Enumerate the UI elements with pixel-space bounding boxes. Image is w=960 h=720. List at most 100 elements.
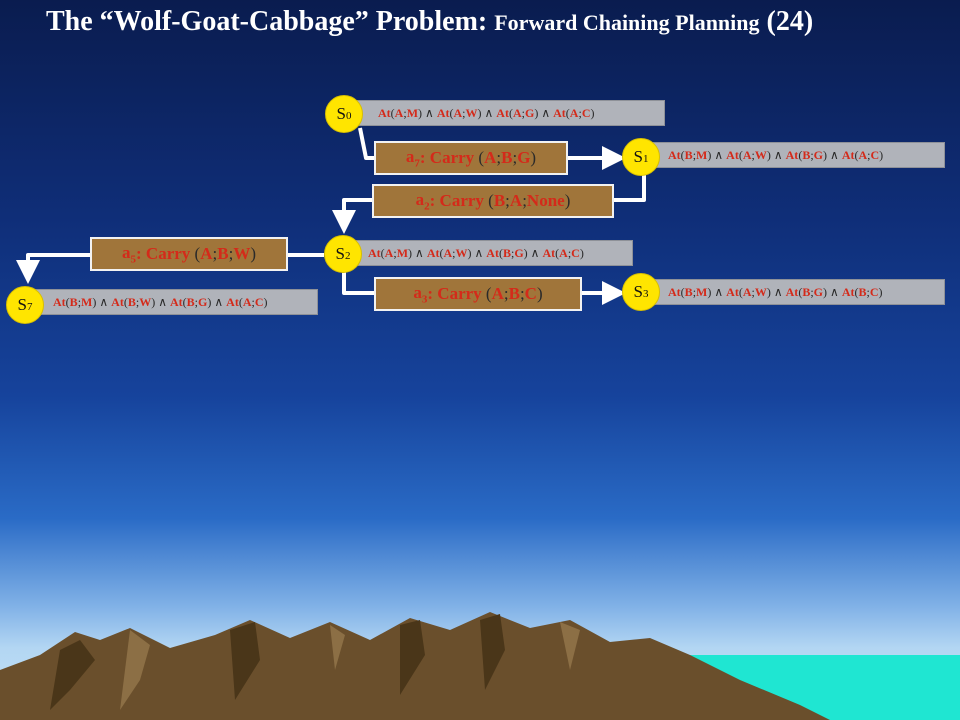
predicate-arg: W — [754, 147, 767, 162]
predicate-arg: W — [139, 294, 152, 309]
predicate-at: At (A; C) — [553, 106, 594, 121]
predicate-at: At (A; W) — [726, 148, 771, 163]
separator: ; — [403, 105, 407, 120]
separator: ; — [866, 284, 870, 299]
predicate-at: At (B; G) — [486, 246, 527, 261]
paren-close: ) — [418, 105, 423, 120]
paren-close: ) — [92, 294, 97, 309]
predicate-name: At — [542, 245, 556, 260]
predicate-name: At — [553, 105, 566, 120]
separator: ; — [503, 284, 509, 303]
paren-open: ( — [390, 105, 395, 120]
predicate-arg: B — [127, 294, 136, 309]
paren-open: ( — [798, 284, 803, 299]
and-symbol: ∧ — [541, 105, 551, 120]
predicate-name: At — [426, 245, 440, 260]
action-verb: : Carry — [419, 148, 479, 167]
paren-open: ( — [798, 147, 803, 162]
predicate-at: At (A; W) — [427, 246, 472, 261]
action-box-a2: a2: Carry (B; A ; None) — [372, 184, 614, 218]
action-box-a5: a5: Carry (A; B ; W) — [90, 237, 288, 271]
predicate-arg: A — [512, 105, 522, 120]
paren-close: ) — [766, 147, 771, 162]
separator: ; — [867, 147, 871, 162]
action-name: a7 — [406, 147, 420, 169]
arrow-a5-to-s7 — [16, 253, 90, 284]
paren-close: ) — [564, 191, 571, 210]
action-arg: C — [524, 284, 537, 303]
action-arg: G — [517, 148, 531, 167]
predicate-at: At (A; C) — [842, 148, 883, 163]
predicate-arg: A — [384, 245, 394, 260]
paren-close: ) — [477, 105, 482, 120]
paren-close: ) — [530, 148, 537, 167]
separator: ; — [194, 294, 199, 309]
action-letter: a — [405, 146, 415, 166]
paren-open: ( — [380, 245, 385, 260]
paren-open: ( — [488, 191, 494, 210]
action-arg: B — [493, 191, 506, 210]
paren-open: ( — [449, 105, 454, 120]
predicate-arg: B — [684, 284, 693, 299]
state-bar-s3: At (B; M)∧At (A; W)∧At (B; G)∧At (B; C) — [635, 279, 945, 305]
predicate-arg: A — [742, 147, 752, 162]
predicate-arg: B — [186, 294, 195, 309]
predicate-arg: G — [198, 294, 208, 309]
and-symbol: ∧ — [214, 294, 224, 309]
predicate-arg: A — [242, 294, 252, 309]
predicate-arg: A — [559, 245, 568, 260]
paren-close: ) — [707, 147, 712, 162]
predicate-at: At (A; W) — [726, 285, 771, 300]
paren-open: ( — [439, 245, 444, 260]
predicate-arg: A — [742, 284, 752, 299]
paren-open: ( — [738, 147, 743, 162]
predicate-arg: G — [813, 147, 824, 162]
predicate-name: At — [841, 284, 855, 299]
and-symbol: ∧ — [773, 284, 783, 299]
and-symbol: ∧ — [830, 284, 839, 299]
paren-close: ) — [579, 245, 584, 260]
predicate-arg: A — [443, 245, 453, 260]
paren-open: ( — [508, 105, 513, 120]
paren-close: ) — [534, 105, 539, 120]
paren-close: ) — [467, 245, 472, 260]
predicate-name: At — [726, 284, 739, 299]
predicate-arg: B — [858, 284, 867, 299]
separator: ; — [692, 147, 697, 162]
and-symbol: ∧ — [425, 105, 434, 120]
predicate-name: At — [668, 284, 681, 299]
paren-open: ( — [123, 294, 128, 309]
separator: ; — [751, 147, 755, 162]
predicate-at: At (A; W) — [437, 106, 482, 121]
predicate-arg: B — [69, 294, 78, 309]
separator: ; — [228, 244, 234, 263]
action-arg: A — [484, 148, 497, 167]
predicate-arg: M — [81, 294, 93, 309]
and-symbol: ∧ — [830, 147, 839, 162]
paren-open: ( — [65, 294, 70, 309]
separator: ; — [512, 148, 518, 167]
mountain-landscape — [0, 612, 960, 720]
action-arg: W — [233, 244, 251, 263]
paren-open: ( — [478, 148, 485, 167]
predicate-arg: G — [514, 245, 524, 260]
paren-open: ( — [680, 284, 685, 299]
predicate-name: At — [726, 147, 739, 162]
separator: ; — [521, 105, 525, 120]
paren-open: ( — [854, 284, 859, 299]
predicate-name: At — [226, 294, 239, 309]
predicate-arg: A — [569, 105, 579, 120]
paren-close: ) — [766, 284, 771, 299]
predicate-arg: M — [696, 147, 708, 162]
separator: ; — [135, 294, 140, 309]
predicate-arg: C — [581, 105, 591, 120]
separator: ; — [510, 245, 515, 260]
paren-close: ) — [590, 105, 595, 120]
predicate-name: At — [111, 294, 124, 309]
separator: ; — [212, 244, 218, 263]
predicate-arg: W — [754, 284, 767, 299]
predicate-arg: A — [858, 147, 868, 162]
predicate-at: At (B; M) — [668, 285, 711, 300]
